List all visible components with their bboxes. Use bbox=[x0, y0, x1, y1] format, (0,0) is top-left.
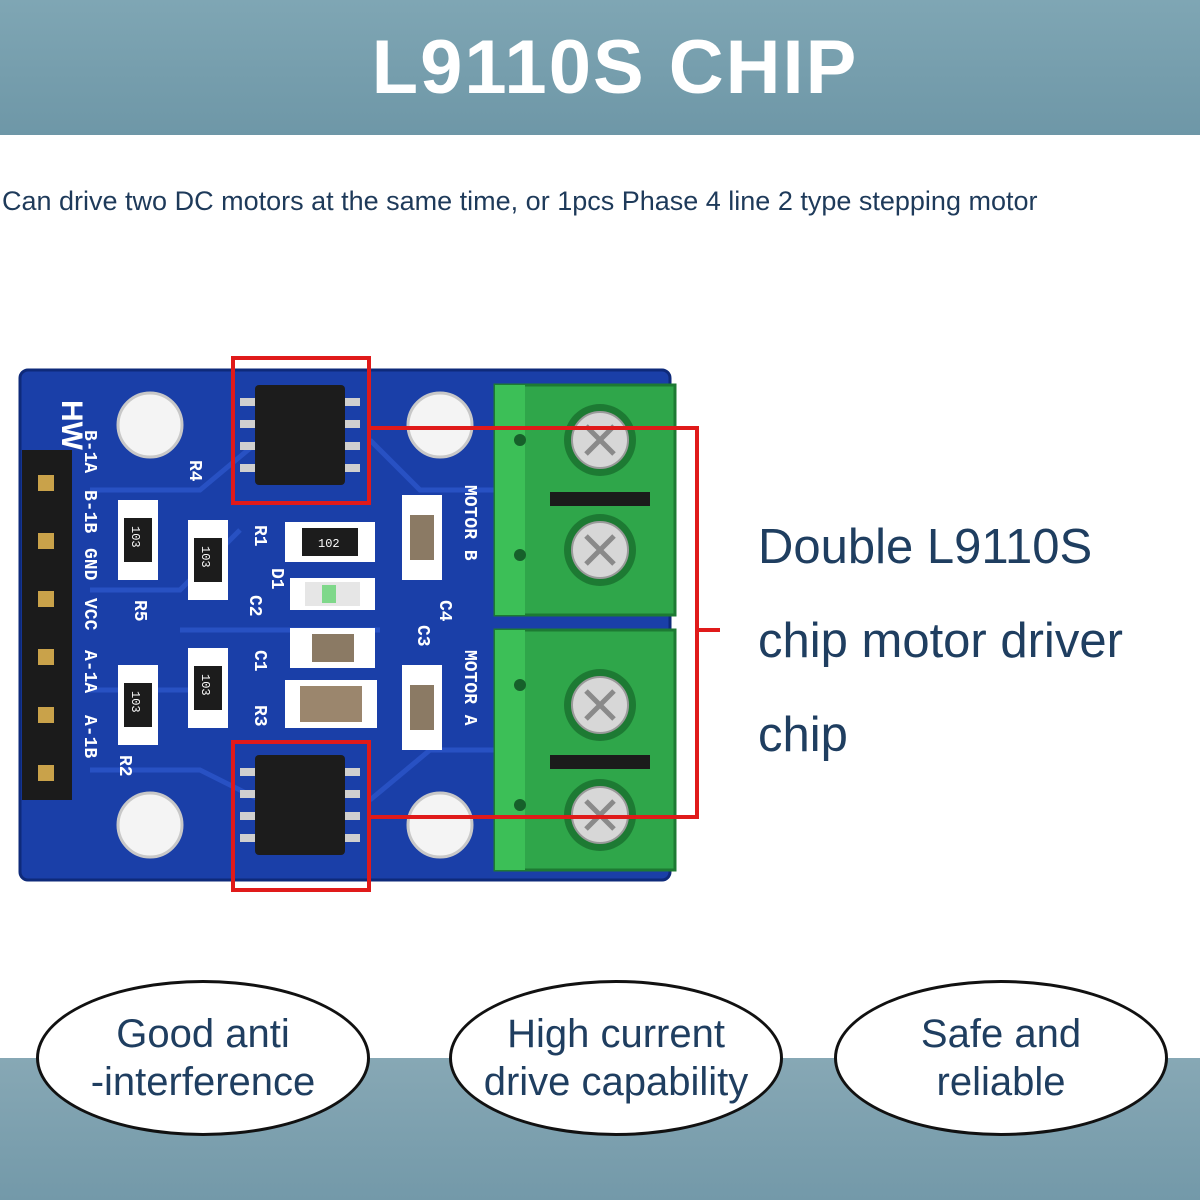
feature-bubble-anti-interference: Good anti -interference bbox=[36, 980, 370, 1136]
terminal-block-motor-a bbox=[493, 628, 677, 872]
top-banner: L9110S CHIP bbox=[0, 0, 1200, 135]
pin-label-vcc: VCC bbox=[79, 598, 99, 631]
svg-text:103: 103 bbox=[198, 546, 212, 568]
pin-header bbox=[22, 450, 72, 800]
callout-line-3: chip bbox=[758, 708, 848, 762]
silk-r1: R1 bbox=[249, 525, 269, 547]
silk-c4: C4 bbox=[434, 600, 454, 622]
subtitle: Can drive two DC motors at the same time… bbox=[2, 186, 1038, 216]
highlight-box-top-chip bbox=[231, 356, 371, 505]
svg-text:103: 103 bbox=[128, 691, 142, 713]
silk-motor-b: MOTOR B bbox=[459, 485, 479, 561]
feature-line-2: -interference bbox=[90, 1060, 316, 1104]
capacitor-c4 bbox=[402, 495, 442, 580]
terminal-block-motor-b bbox=[493, 383, 677, 617]
resistor-r1: 102 bbox=[285, 522, 375, 562]
silk-r4: R4 bbox=[184, 460, 204, 482]
feature-bubble-high-current: High current drive capability bbox=[449, 980, 783, 1136]
led-d1 bbox=[290, 578, 375, 610]
pin-label-a1a: A-1A bbox=[79, 650, 99, 693]
silk-motor-a: MOTOR A bbox=[459, 650, 479, 726]
page-title: L9110S CHIP bbox=[371, 25, 859, 110]
board-illustration: HW B-1A B-1B GND VCC A-1A A-1B bbox=[0, 330, 738, 930]
callout-bracket bbox=[369, 426, 699, 819]
feature-line-2: reliable bbox=[936, 1060, 1066, 1104]
feature-line-2: drive capability bbox=[483, 1060, 749, 1104]
resistor-r3: 103 bbox=[188, 648, 228, 728]
silk-c2: C2 bbox=[244, 595, 264, 617]
feature-line-1: Safe and bbox=[920, 1012, 1082, 1056]
svg-text:103: 103 bbox=[128, 526, 142, 548]
pin-label-a1b: A-1B bbox=[79, 715, 99, 758]
capacitor-c2 bbox=[290, 628, 375, 668]
silk-r3: R3 bbox=[249, 705, 269, 727]
silk-c3: C3 bbox=[412, 625, 432, 647]
svg-text:103: 103 bbox=[198, 674, 212, 696]
silk-c1: C1 bbox=[249, 650, 269, 672]
mounting-hole bbox=[116, 391, 184, 459]
capacitor-c3 bbox=[402, 665, 442, 750]
chip-u1 bbox=[240, 385, 360, 485]
mounting-hole bbox=[406, 791, 474, 859]
pin-label-b1a: B-1A bbox=[79, 430, 99, 473]
mounting-hole bbox=[116, 791, 184, 859]
resistor-r2: 103 bbox=[118, 665, 158, 745]
resistor-r4: 103 bbox=[188, 520, 228, 600]
board-svg: HW B-1A B-1B GND VCC A-1A A-1B bbox=[18, 356, 738, 892]
chip-callout: Double L9110S chip motor driver chip bbox=[758, 500, 1198, 782]
feature-bubble-safe-reliable: Safe and reliable bbox=[834, 980, 1168, 1136]
board-logo: HW bbox=[55, 400, 88, 451]
mounting-hole bbox=[406, 391, 474, 459]
callout-line-2: chip motor driver bbox=[758, 614, 1123, 668]
silk-d1: D1 bbox=[266, 568, 286, 590]
chip-u2 bbox=[240, 755, 360, 855]
pin-label-gnd: GND bbox=[79, 548, 99, 581]
silk-r5: R5 bbox=[129, 600, 149, 622]
header-pins bbox=[38, 475, 54, 781]
callout-line-1: Double L9110S bbox=[758, 520, 1093, 574]
capacitor-c1 bbox=[285, 680, 377, 728]
feature-line-1: Good anti bbox=[116, 1012, 290, 1056]
svg-text:102: 102 bbox=[318, 537, 340, 551]
feature-line-1: High current bbox=[507, 1012, 725, 1056]
resistor-r5: 103 bbox=[118, 500, 158, 580]
silk-r2: R2 bbox=[114, 755, 134, 777]
pin-label-b1b: B-1B bbox=[79, 490, 99, 533]
